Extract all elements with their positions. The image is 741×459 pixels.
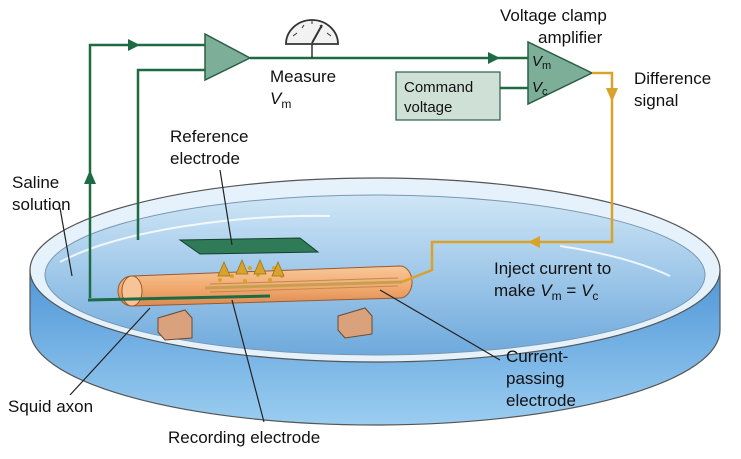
voltmeter-icon (285, 19, 339, 58)
measure-arrow-1 (128, 39, 140, 51)
measure-arrow-2 (488, 52, 500, 64)
difference-label-line1: Difference (634, 69, 711, 88)
inject-arrow (528, 236, 540, 248)
reference-label-line2: electrode (170, 149, 240, 168)
measure-wire (88, 43, 528, 298)
current-arrows (217, 258, 285, 277)
voltage-clamp-amplifier (527, 40, 594, 106)
reference-label-line1: Reference (170, 127, 248, 146)
saline-label-line2: solution (12, 195, 71, 214)
recording-electrode-label: Recording electrode (168, 428, 320, 447)
inject-label-line1: Inject current to (494, 259, 611, 278)
upward-arrow (84, 170, 96, 184)
command-label-line1: Command (404, 79, 473, 96)
inject-wire (401, 71, 614, 284)
vm-label: Vm (270, 89, 291, 111)
current-passing-label-line2: passing (506, 369, 565, 388)
amp-title-line1: Voltage clamp (500, 6, 607, 25)
current-passing-label-line1: Current- (506, 347, 568, 366)
squid-axon-label: Squid axon (8, 397, 93, 416)
axon-support-left (157, 309, 193, 341)
recording-electrode (87, 294, 271, 302)
leader-lines (59, 169, 501, 423)
inject-label-line2: make Vm = Vc (494, 281, 598, 303)
amp-input-vm: Vm (532, 53, 551, 72)
axon-support-right (337, 307, 373, 339)
current-passing-electrode (204, 280, 403, 290)
measure-label: Measure (270, 67, 336, 86)
saline-label-line1: Saline (12, 173, 59, 192)
current-passing-label-line3: electrode (506, 391, 576, 410)
measure-amplifier (204, 32, 252, 82)
command-voltage-box (395, 71, 501, 121)
amp-input-vc: Vc (532, 79, 548, 98)
difference-label-line2: signal (634, 91, 678, 110)
difference-arrow (606, 88, 618, 102)
amp-title-line2: amplifier (538, 28, 603, 47)
command-label-line2: voltage (404, 99, 452, 116)
reference-electrode (178, 237, 320, 255)
